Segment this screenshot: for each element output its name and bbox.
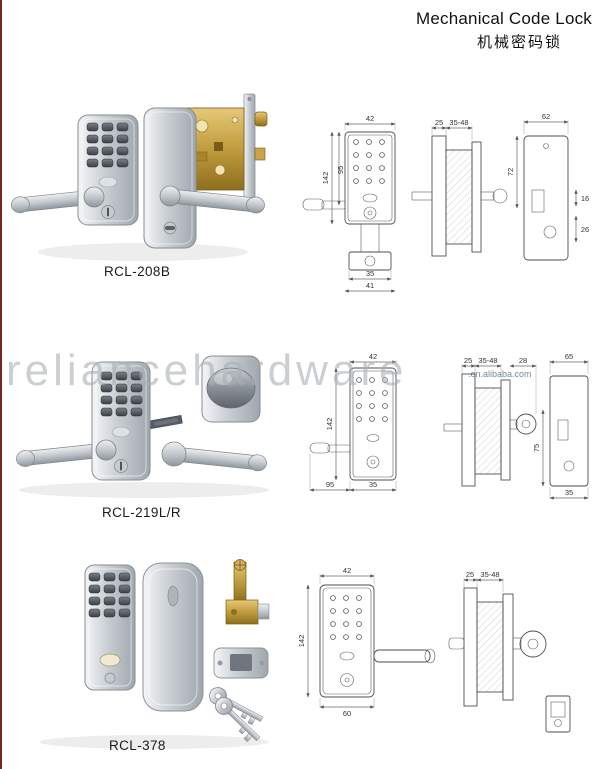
interior-plate-view: 62 72 16 26 bbox=[506, 112, 589, 261]
front-view: 42 142 95 35 41 bbox=[302, 114, 396, 293]
dim-label: 25 bbox=[435, 118, 443, 127]
technical-drawing-rcl-219: 42 142 95 35 25 35-48 28 bbox=[309, 352, 589, 500]
latch-assembly bbox=[225, 559, 270, 625]
dim-label: 95 bbox=[336, 166, 345, 174]
technical-drawing-rcl-208b: 42 142 95 35 41 25 35-48 bbox=[302, 112, 589, 293]
brand-badge bbox=[98, 176, 118, 188]
door-section bbox=[445, 149, 473, 245]
side-view: 25 35-48 bbox=[411, 118, 508, 257]
dim-label: 95 bbox=[326, 480, 334, 489]
back-plate bbox=[142, 562, 204, 712]
keys bbox=[209, 687, 264, 743]
page-title-chinese: 机械密码锁 bbox=[476, 34, 562, 51]
dim-label: 26 bbox=[581, 225, 589, 234]
dim-label: 42 bbox=[366, 114, 374, 123]
keypad-dots bbox=[353, 139, 385, 184]
keypad-lock-unit bbox=[11, 114, 139, 226]
dim-label: 35 bbox=[369, 480, 377, 489]
photo-shadow bbox=[19, 482, 269, 498]
dim-label: 35-48 bbox=[480, 570, 499, 579]
dim-label: 42 bbox=[369, 352, 377, 361]
dim-label: 35-48 bbox=[478, 356, 497, 365]
photo-shadow bbox=[38, 243, 248, 261]
dim-label: 25 bbox=[466, 570, 474, 579]
latch-bolt bbox=[257, 603, 270, 620]
spindle-bar bbox=[149, 414, 183, 430]
product-photo-rcl-378 bbox=[39, 559, 270, 749]
round-knob bbox=[206, 367, 256, 409]
model-label-rcl-208b: RCL-208B bbox=[104, 264, 171, 279]
dim-label: 35 bbox=[565, 488, 573, 497]
dim-label: 42 bbox=[343, 566, 351, 575]
side-view: 25 35-48 bbox=[448, 570, 547, 707]
mortise-lock-body bbox=[185, 93, 268, 205]
keypad-dots bbox=[330, 595, 362, 640]
photo-shadow bbox=[39, 735, 269, 749]
interior-lock-unit bbox=[143, 107, 265, 249]
product-photo-rcl-208b bbox=[11, 93, 268, 261]
side-view: 25 35-48 28 bbox=[443, 356, 537, 487]
model-label-rcl-219: RCL-219L/R bbox=[102, 505, 182, 520]
left-accent-line bbox=[0, 0, 2, 769]
dim-label: 75 bbox=[532, 444, 541, 452]
dim-label: 60 bbox=[343, 709, 351, 718]
model-label-rcl-378: RCL-378 bbox=[109, 738, 166, 753]
strike-plate bbox=[213, 647, 269, 679]
page-title: Mechanical Code Lock bbox=[416, 9, 592, 28]
keypad-lock-unit bbox=[16, 361, 151, 481]
knob-plate-unit bbox=[201, 355, 261, 423]
dim-label: 142 bbox=[321, 172, 330, 185]
interior-plate-view: 65 75 35 bbox=[532, 352, 589, 500]
dim-label: 35-48 bbox=[449, 118, 468, 127]
dim-label: 28 bbox=[519, 356, 527, 365]
strike-plate-view bbox=[545, 695, 571, 733]
door-section bbox=[476, 601, 504, 693]
handle-bar bbox=[373, 649, 431, 663]
product-photo-rcl-219 bbox=[16, 355, 269, 498]
dim-label: 72 bbox=[506, 168, 515, 176]
key-cylinder bbox=[104, 672, 116, 684]
dim-label: 35 bbox=[366, 269, 374, 278]
dim-label: 142 bbox=[325, 418, 334, 431]
front-view: 42 142 95 35 bbox=[309, 352, 397, 492]
keypad-dots bbox=[356, 377, 388, 422]
dim-label: 62 bbox=[542, 112, 550, 121]
dim-label: 16 bbox=[581, 194, 589, 203]
lever-outline bbox=[321, 200, 346, 210]
dim-label: 25 bbox=[464, 356, 472, 365]
technical-drawing-rcl-378: 42 142 60 25 35-48 bbox=[297, 566, 571, 733]
interior-lever-unit bbox=[161, 441, 267, 472]
dim-label: 41 bbox=[366, 281, 374, 290]
dim-label: 142 bbox=[297, 635, 306, 648]
keypad-lock-unit bbox=[84, 564, 136, 691]
brand-badge bbox=[111, 426, 131, 438]
front-view: 42 142 60 bbox=[297, 566, 436, 718]
brand-badge bbox=[99, 653, 121, 667]
thumb-slot bbox=[167, 585, 179, 607]
door-section bbox=[474, 387, 502, 475]
dim-label: 65 bbox=[565, 352, 573, 361]
